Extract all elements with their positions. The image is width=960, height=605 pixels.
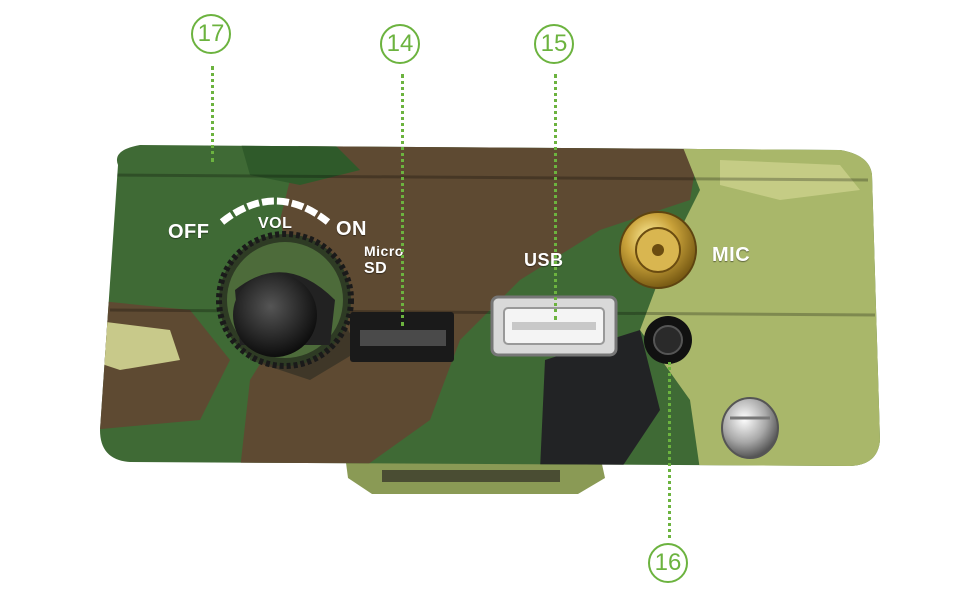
on-label: ON (336, 218, 367, 240)
callout-16: 16 (648, 543, 688, 583)
volume-knob (216, 231, 354, 369)
sd-label: SD (364, 260, 388, 277)
micro-label: Micro (364, 243, 404, 259)
usb-label: USB (524, 250, 564, 270)
vol-label: VOL (258, 215, 293, 232)
belt-clip (345, 455, 605, 494)
usb-port-graphic (490, 295, 618, 357)
micro-sd-slot-graphic (350, 312, 454, 362)
mic-jack-graphic (644, 316, 692, 364)
callout-14-line (401, 74, 404, 326)
mic-label: MIC (712, 244, 751, 266)
volume-scale (219, 197, 331, 225)
off-label: OFF (168, 221, 210, 243)
screw (721, 397, 779, 459)
callout-15-line (554, 74, 557, 320)
antenna-connector (619, 211, 697, 289)
callout-16-line (668, 362, 671, 538)
callout-14: 14 (380, 24, 420, 64)
callout-15: 15 (534, 24, 574, 64)
callout-17: 17 (191, 14, 231, 54)
callout-17-line (211, 66, 214, 162)
